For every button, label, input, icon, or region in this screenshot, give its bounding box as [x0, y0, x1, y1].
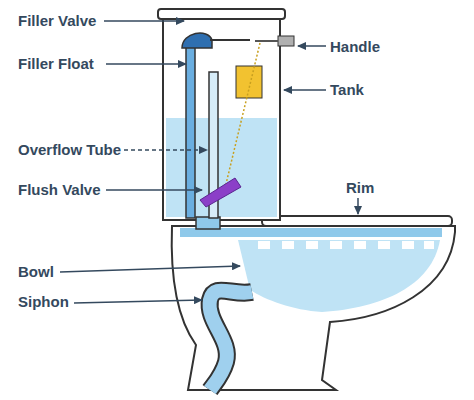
part-label: Flush Valve [18, 181, 101, 199]
siphon-pipe [210, 291, 252, 390]
part-label: Bowl [18, 263, 54, 281]
handle-knob [278, 36, 294, 46]
rim-holes [258, 241, 434, 249]
fill-valve-cap [182, 33, 212, 48]
fill-valve-shaft [186, 45, 195, 218]
part-label: Rim [346, 179, 374, 197]
tank-water [166, 118, 277, 217]
lift-chain [226, 43, 260, 184]
bowl-water [238, 240, 440, 312]
tank-outlet [196, 217, 220, 229]
valve-arm [210, 39, 250, 41]
handle-lever [255, 40, 278, 42]
tank-lid [158, 9, 285, 19]
part-label: Filler Float [18, 55, 94, 73]
toilet-body [172, 226, 455, 390]
leader-lines [60, 21, 358, 303]
seat-rim [262, 216, 452, 226]
part-label: Filler Valve [18, 12, 96, 30]
tank-body [163, 14, 280, 220]
float-block [236, 66, 262, 98]
part-label: Handle [330, 38, 380, 56]
part-label: Siphon [18, 293, 69, 311]
part-label: Overflow Tube [18, 141, 121, 159]
part-label: Tank [330, 81, 364, 99]
siphon-outline [210, 291, 252, 390]
flush-flapper [200, 178, 241, 207]
